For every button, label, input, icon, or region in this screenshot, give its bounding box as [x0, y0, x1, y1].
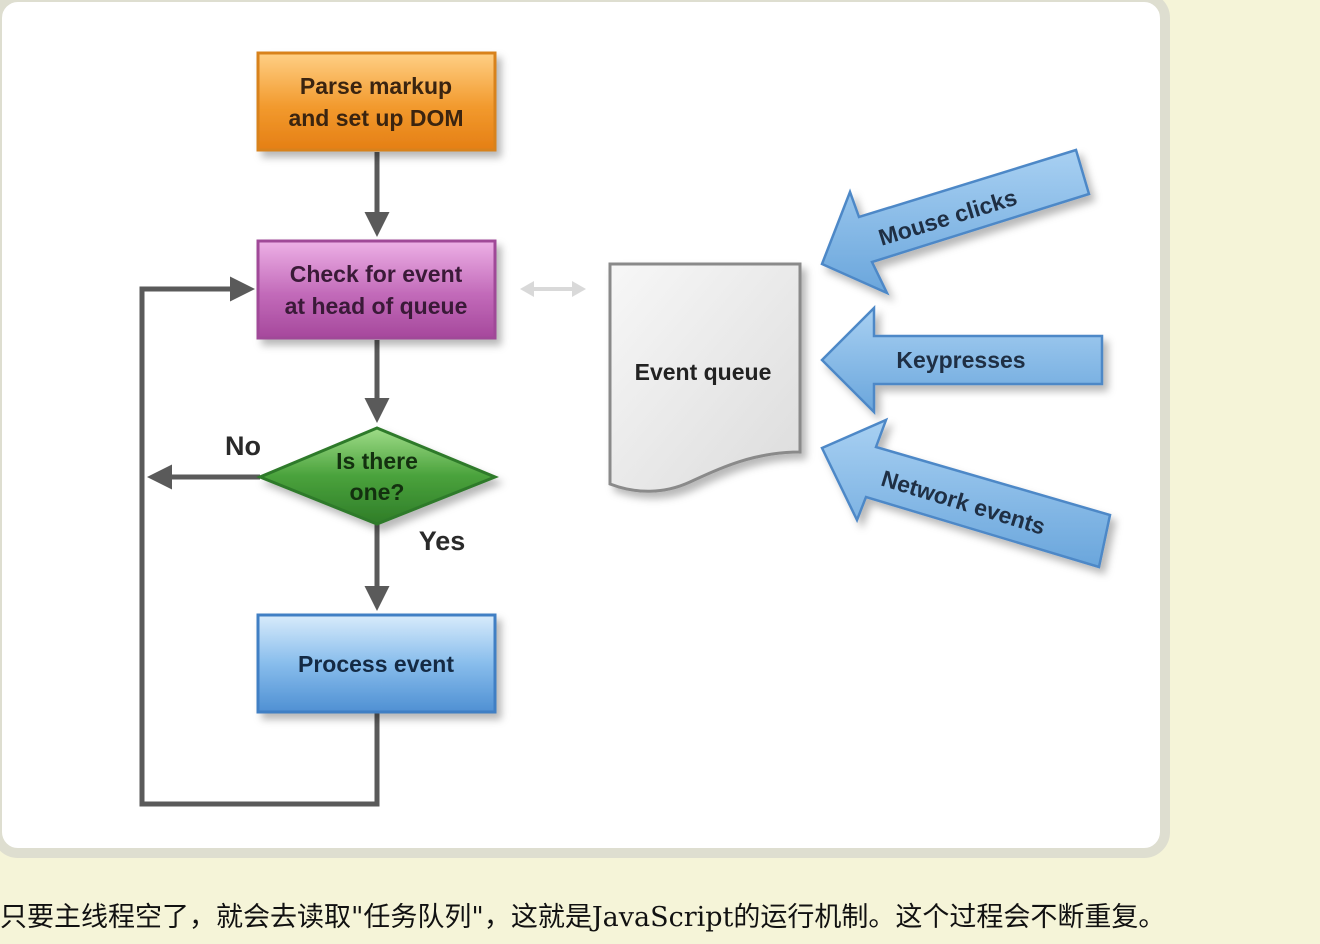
node-parse-line-2: and set up DOM: [288, 105, 463, 131]
node-process-event: Process event: [256, 613, 497, 714]
edge-label-no: No: [225, 431, 261, 461]
node-parse-line-1: Parse markup: [300, 73, 452, 99]
node-decision-line-2: one?: [350, 479, 405, 505]
source-arrow-mouse-clicks: Mouse clicks: [820, 148, 1091, 296]
node-check-event: Check for event at head of queue: [256, 239, 497, 340]
source-arrow-network-events: Network events: [820, 417, 1112, 569]
connector-loop-back: [139, 276, 380, 807]
node-check-line-2: at head of queue: [285, 293, 468, 319]
node-check-line-1: Check for event: [290, 261, 463, 287]
node-decision-line-1: Is there: [336, 448, 418, 474]
source-label-keypresses: Keypresses: [896, 347, 1025, 373]
node-queue-label: Event queue: [635, 359, 772, 385]
node-event-queue: Event queue: [608, 262, 802, 493]
figure-frame: [0, 0, 1170, 858]
caption-text: 只要主线程空了，就会去读取"任务队列"，这就是JavaScript的运行机制。这…: [0, 902, 1166, 933]
source-arrow-keypresses: Keypresses: [820, 304, 1104, 416]
node-decision: Is there one?: [256, 426, 499, 526]
flow-connectors: [139, 152, 390, 807]
node-parse-markup: Parse markup and set up DOM: [256, 51, 497, 152]
edge-label-yes: Yes: [419, 526, 466, 556]
node-process-line-1: Process event: [298, 651, 454, 677]
double-arrow-icon: [520, 281, 586, 297]
